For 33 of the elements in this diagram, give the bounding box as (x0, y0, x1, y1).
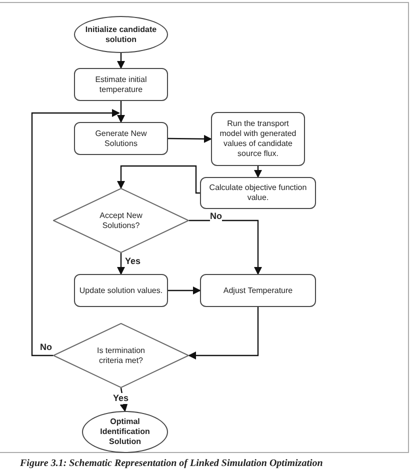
arrow (117, 53, 125, 69)
decision-diamond (53, 323, 189, 388)
node-text: Adjust Temperature (222, 286, 294, 296)
arrow (117, 101, 125, 123)
process-box (200, 274, 316, 307)
node-text: Initialize candidate solution (84, 24, 158, 44)
arrow (189, 220, 262, 275)
arrow (254, 166, 262, 178)
edge-label: Yes (125, 256, 141, 267)
process-box (200, 177, 316, 209)
process-box (74, 274, 168, 307)
node-text: Update solution values. (78, 286, 164, 296)
edge-label: No (210, 211, 222, 222)
decision-diamond (53, 188, 189, 253)
arrow (31, 109, 120, 356)
arrow (117, 165, 200, 194)
edge-label: Yes (113, 393, 129, 404)
arrow (168, 286, 201, 294)
node-text: Generate New Solutions (94, 128, 148, 148)
node-text: Estimate initial temperature (94, 74, 148, 94)
node-text: Is termination criteria met? (96, 346, 146, 366)
arrow (168, 134, 212, 143)
process-box (74, 122, 168, 155)
node-text: Optimal Identification Solution (99, 417, 151, 447)
process-box (74, 68, 168, 101)
node-text: Run the transport model with generated values of candidate source flux. (218, 119, 298, 159)
arrow (188, 307, 259, 360)
node-text: Calculate objective function value. (208, 183, 308, 203)
figure-caption: Figure 3.1: Schematic Representation of Linked Simulation Optimization (20, 457, 323, 470)
arrow (117, 253, 125, 275)
process-box (211, 112, 305, 166)
edge-label: No (40, 342, 52, 353)
node-text: Accept New Solutions? (98, 210, 144, 230)
